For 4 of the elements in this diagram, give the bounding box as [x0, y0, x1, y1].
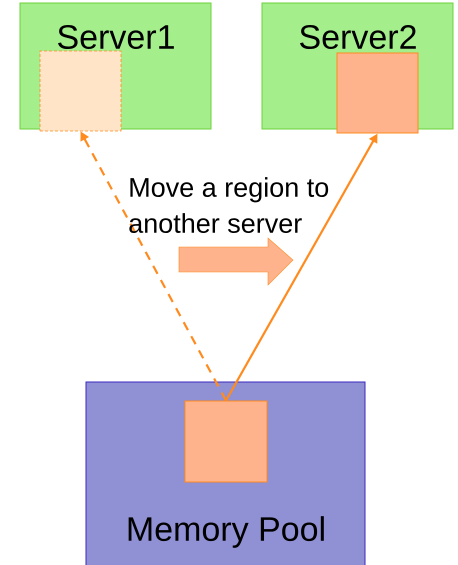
region-box	[336, 52, 418, 134]
region-box	[184, 400, 268, 482]
region-box	[40, 50, 122, 132]
annotation-text: Move a region to another server	[129, 177, 328, 234]
